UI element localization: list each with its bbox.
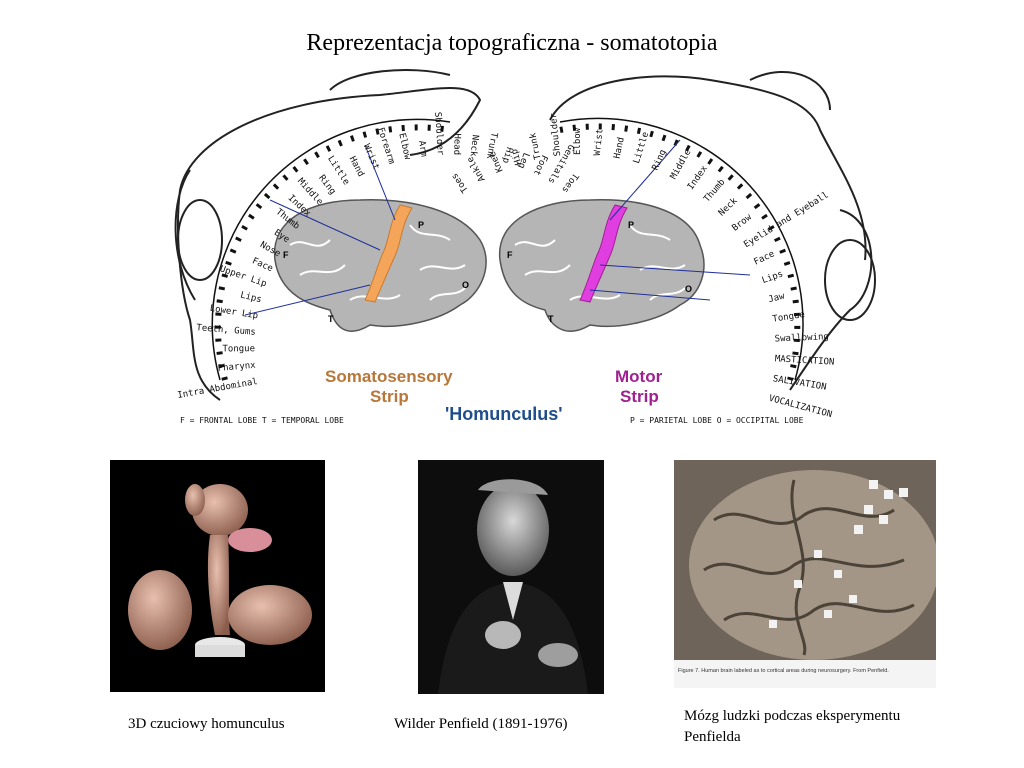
lobe-letter-o-right: O [685, 284, 692, 294]
motor-label-thumb: Thumb [702, 177, 727, 204]
sensory-label-wrist: Wrist [361, 143, 381, 172]
lobe-letter-o-left: O [462, 280, 469, 290]
legend-left: F = FRONTAL LOBE T = TEMPORAL LOBE [180, 416, 344, 425]
lobe-letter-t-right: T [548, 314, 554, 324]
motor-label-jaw: Jaw [767, 291, 786, 305]
penfield-photo [418, 460, 604, 694]
sensory-label-lower-lip: Lower Lip [209, 304, 259, 322]
motor-label-shoulder: Shoulder [549, 112, 563, 157]
penfield-portrait-photo-icon [438, 479, 588, 694]
sensory-label-arm: Arm [416, 140, 428, 158]
motor-label-ring: Ring [651, 148, 669, 172]
lobe-letter-f-left: F [283, 250, 289, 260]
legend-right: P = PARIETAL LOBE O = OCCIPITAL LOBE [630, 416, 804, 425]
homunculus-center-label: 'Homunculus' [445, 404, 563, 424]
sensory-label-teeth-gums: Teeth, Gums [196, 323, 256, 338]
motor-label-ankle: Ankle [466, 155, 488, 184]
motor-label-elbow: Elbow [573, 127, 583, 155]
sensory-label-hip: Hip [500, 146, 514, 164]
sensory-label-toes: Toes [559, 171, 580, 195]
sensory-label-ring: Ring [316, 173, 337, 196]
motor-label-brow: Brow [730, 212, 754, 233]
sensory-homunculus-figure [174, 69, 482, 401]
motor-label-wrist: Wrist [593, 128, 606, 156]
slide-title: Reprezentacja topograficzna - somatotopi… [306, 30, 718, 56]
sensory-label-shoulder: Shoulder [432, 112, 445, 156]
motor-label-hand: Hand [613, 136, 627, 159]
motor-label-mastication: MASTICATION [775, 354, 835, 367]
motor-label-neck: Neck [717, 196, 740, 219]
motor-label-swallowing: Swallowing [774, 332, 829, 344]
somatosensory-strip-label-line2: Strip [370, 387, 409, 406]
motor-label-index: Index [686, 164, 710, 192]
motor-label-hip: Hip [510, 148, 524, 167]
motor-label-little: Little [632, 131, 651, 165]
sensory-label-tongue: Tongue [222, 344, 255, 354]
brain-photo-inner-caption: Figure 7. Human brain labeled as to cort… [678, 668, 889, 674]
homunculus-diagram: F P T O F P T O [150, 60, 880, 435]
lobe-letter-f-right: F [507, 250, 513, 260]
caption-brain: Mózg ludzki podczas eksperymentu Penfiel… [684, 708, 901, 745]
motor-label-face: Face [752, 249, 776, 267]
sensory-label-lips: Lips [239, 290, 262, 305]
lobe-letter-p-right: P [628, 220, 634, 230]
sensory-label-neck: Neck [468, 134, 480, 157]
motor-homunculus-figure [549, 70, 876, 391]
motor-label-toes: Toes [450, 171, 471, 195]
homunculus-3d-model-photo-icon [128, 484, 312, 657]
sensory-label-pharynx: Pharynx [217, 361, 256, 374]
homunculus-3d-photo [110, 460, 325, 692]
motor-strip-label-line2: Strip [620, 387, 659, 406]
sensory-label-face: Face [250, 256, 274, 274]
caption-penfield: Wilder Penfield (1891-1976) [394, 716, 568, 732]
somatosensory-strip-label-line1: Somatosensory [325, 367, 453, 386]
labeled-brain-surgery-photo-icon [674, 460, 936, 660]
sensory-label-elbow: Elbow [396, 132, 412, 161]
lobe-letter-t-left: T [328, 314, 334, 324]
sensory-label-head: Head [451, 133, 461, 155]
motor-label-tongue: Tongue [772, 310, 806, 325]
lobe-letter-p-left: P [418, 220, 424, 230]
left-brain: F P T O [273, 199, 487, 332]
motor-label-lips: Lips [761, 269, 785, 286]
brain-surgery-photo: Figure 7. Human brain labeled as to cort… [674, 460, 936, 688]
caption-homunculus-3d: 3D czuciowy homunculus [128, 716, 285, 732]
sensory-label-hand: Hand [347, 155, 366, 179]
motor-strip-label-line1: Motor [615, 367, 663, 386]
homunculus-svg: F P T O F P T O [174, 69, 876, 425]
motor-label-middle: Middle [669, 148, 694, 181]
